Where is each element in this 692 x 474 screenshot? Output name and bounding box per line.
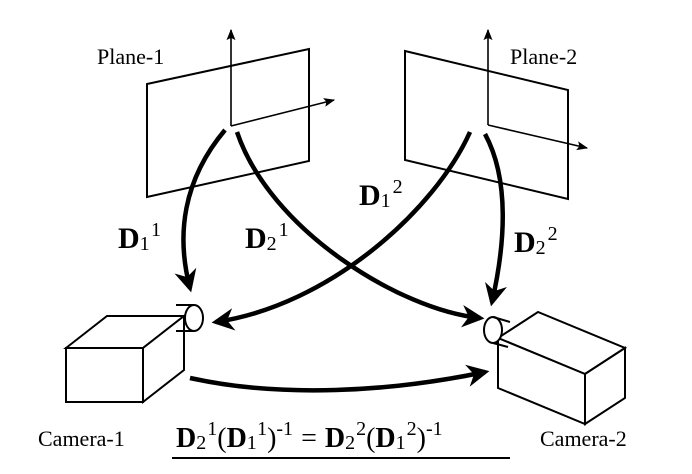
plane-2-label: Plane-2 (510, 44, 577, 69)
transform-d2-2-label: D22 (514, 223, 558, 259)
camera-1 (63, 304, 204, 405)
camera-2-lens (483, 316, 503, 344)
arrow-d2-1 (234, 131, 485, 328)
plane-2-x-axis (487, 124, 589, 151)
transform-d1-2-label: D12 (359, 176, 403, 212)
camera-2 (483, 310, 628, 426)
camera-1-label: Camera-1 (38, 426, 125, 451)
plane-1-x-axis (230, 98, 336, 127)
camera-1-lens (184, 304, 204, 332)
arrow-d1-1 (174, 128, 227, 293)
arrow-d2-2 (483, 132, 507, 307)
arrow-camera-1-to-camera-2 (189, 364, 490, 393)
camera-2-label: Camera-2 (540, 426, 627, 451)
arrow-d1-2 (211, 131, 473, 331)
plane-1-label: Plane-1 (97, 44, 164, 69)
plane-2 (404, 28, 589, 201)
transform-d2-1-label: D21 (245, 219, 289, 255)
consistency-equation: D21(D11)-1=D22(D12)-1 (176, 418, 443, 454)
plane-1 (146, 28, 336, 199)
transform-d1-1-label: D11 (118, 219, 161, 255)
